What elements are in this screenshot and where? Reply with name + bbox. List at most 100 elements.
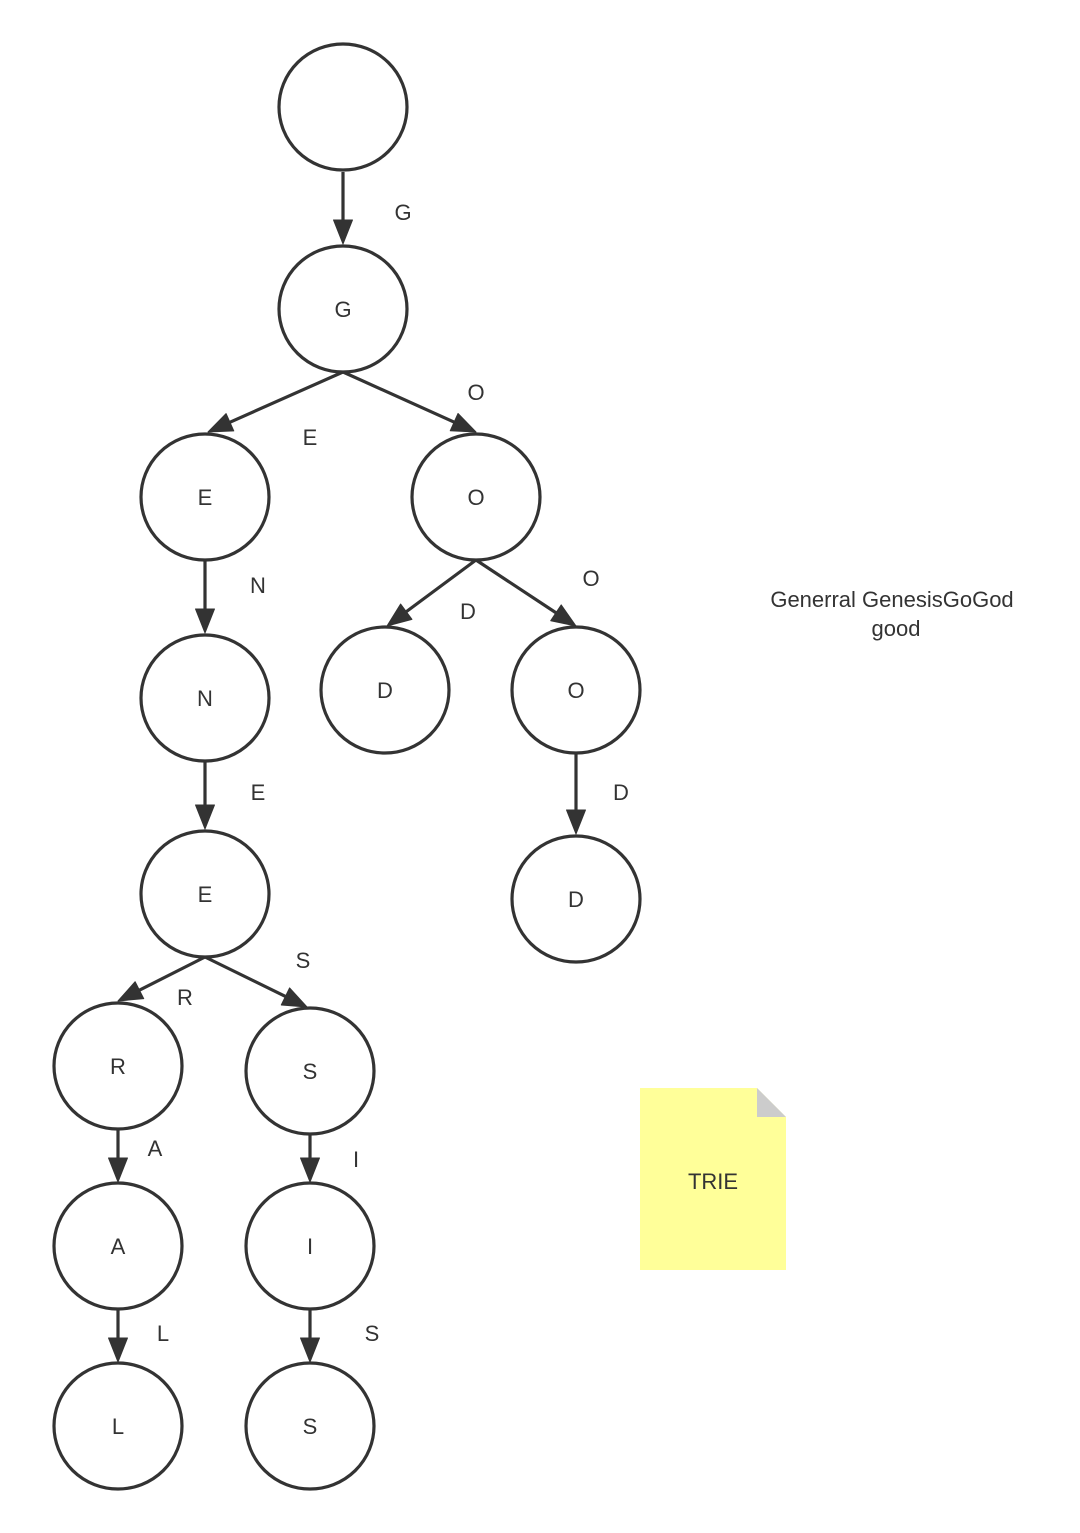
- edge-label: O: [582, 566, 599, 591]
- edge-s1-i: [300, 1134, 320, 1183]
- sticky-note-fold: [757, 1088, 786, 1117]
- edge-label: A: [148, 1136, 163, 1161]
- node-label: L: [112, 1414, 124, 1439]
- node-d1: D: [319, 625, 451, 755]
- node-circle: [277, 244, 409, 374]
- edge-g-e1: [207, 370, 344, 433]
- node-circle: [510, 625, 642, 755]
- node-label: S: [303, 1414, 318, 1439]
- edge-labels-layer: G E O N D O E D R S A I L S: [148, 200, 629, 1346]
- node-r: R: [52, 1001, 184, 1131]
- sticky-note: TRIE: [640, 1088, 786, 1270]
- arrow-head: [449, 412, 477, 433]
- arrow-head: [333, 219, 353, 245]
- edge-line: [342, 370, 457, 425]
- arrow-head: [550, 604, 577, 627]
- node-i: I: [244, 1181, 376, 1311]
- arrow-head: [195, 804, 215, 830]
- node-circle: [139, 633, 271, 763]
- nodes-layer: G E O N D O E D R S A I L S: [52, 42, 642, 1491]
- node-l: L: [52, 1361, 184, 1491]
- edge-label: D: [613, 780, 629, 805]
- node-g: G: [277, 244, 409, 374]
- edge-n-e2: [195, 761, 215, 830]
- node-circle: [244, 1361, 376, 1491]
- node-d2: D: [510, 834, 642, 964]
- arrow-head: [280, 987, 308, 1008]
- edge-label: S: [296, 948, 311, 973]
- arrow-head: [566, 809, 586, 835]
- arrow-head: [300, 1337, 320, 1363]
- arrow-head: [386, 603, 413, 627]
- node-label: R: [110, 1054, 126, 1079]
- node-label: E: [198, 485, 213, 510]
- node-e2: E: [139, 829, 271, 959]
- node-label: A: [111, 1234, 126, 1259]
- edge-e2-r: [117, 955, 206, 1002]
- edge-label: G: [394, 200, 411, 225]
- edges-layer: [108, 172, 586, 1363]
- edge-a-l: [108, 1309, 128, 1363]
- edge-i-s2: [300, 1309, 320, 1363]
- node-circle: [410, 432, 542, 562]
- edge-label: L: [157, 1321, 169, 1346]
- node-label: G: [334, 297, 351, 322]
- arrow-head: [117, 981, 145, 1002]
- node-a: A: [52, 1181, 184, 1311]
- edge-label: E: [251, 780, 266, 805]
- sticky-note-body: [640, 1088, 786, 1270]
- node-s1: S: [244, 1006, 376, 1136]
- edge-label: S: [365, 1321, 380, 1346]
- edge-label: R: [177, 985, 193, 1010]
- edge-label: N: [250, 573, 266, 598]
- words-note-line-1: Generral GenesisGoGod: [770, 587, 1013, 612]
- edge-o1-d1: [386, 558, 477, 627]
- edge-root-g: [333, 172, 353, 245]
- node-circle: [277, 42, 409, 172]
- node-label: D: [568, 887, 584, 912]
- edge-r-a: [108, 1129, 128, 1183]
- edge-label: D: [460, 599, 476, 624]
- node-circle: [139, 432, 271, 562]
- node-circle: [52, 1181, 184, 1311]
- edge-label: I: [353, 1147, 359, 1172]
- edge-o2-d2: [566, 753, 586, 835]
- node-label: S: [303, 1059, 318, 1084]
- edge-line: [204, 955, 288, 999]
- words-note: Generral GenesisGoGod good: [770, 587, 1013, 641]
- arrow-head: [195, 608, 215, 634]
- arrow-head: [108, 1157, 128, 1183]
- edge-line: [403, 558, 477, 615]
- node-circle: [244, 1006, 376, 1136]
- node-circle: [319, 625, 451, 755]
- node-circle: [52, 1001, 184, 1131]
- node-circle: [52, 1361, 184, 1491]
- node-circle: [510, 834, 642, 964]
- arrow-head: [300, 1157, 320, 1183]
- node-label: I: [307, 1234, 313, 1259]
- edge-line: [136, 955, 206, 993]
- arrow-head: [207, 413, 235, 433]
- node-label: N: [197, 686, 213, 711]
- edge-label: O: [467, 380, 484, 405]
- node-s2: S: [244, 1361, 376, 1491]
- edge-e2-s1: [204, 955, 308, 1008]
- edge-label: E: [303, 425, 318, 450]
- node-o1: O: [410, 432, 542, 562]
- node-circle: [244, 1181, 376, 1311]
- node-o2: O: [510, 625, 642, 755]
- edge-o1-o2: [475, 558, 577, 627]
- node-circle: [139, 829, 271, 959]
- edge-e1-n: [195, 560, 215, 634]
- edge-line: [475, 558, 559, 616]
- node-e1: E: [139, 432, 271, 562]
- node-label: O: [467, 485, 484, 510]
- node-root: [277, 42, 409, 172]
- node-label: O: [567, 678, 584, 703]
- words-note-line-2: good: [872, 616, 921, 641]
- arrow-head: [108, 1337, 128, 1363]
- edge-g-o1: [342, 370, 477, 433]
- edge-line: [227, 370, 344, 425]
- node-label: E: [198, 882, 213, 907]
